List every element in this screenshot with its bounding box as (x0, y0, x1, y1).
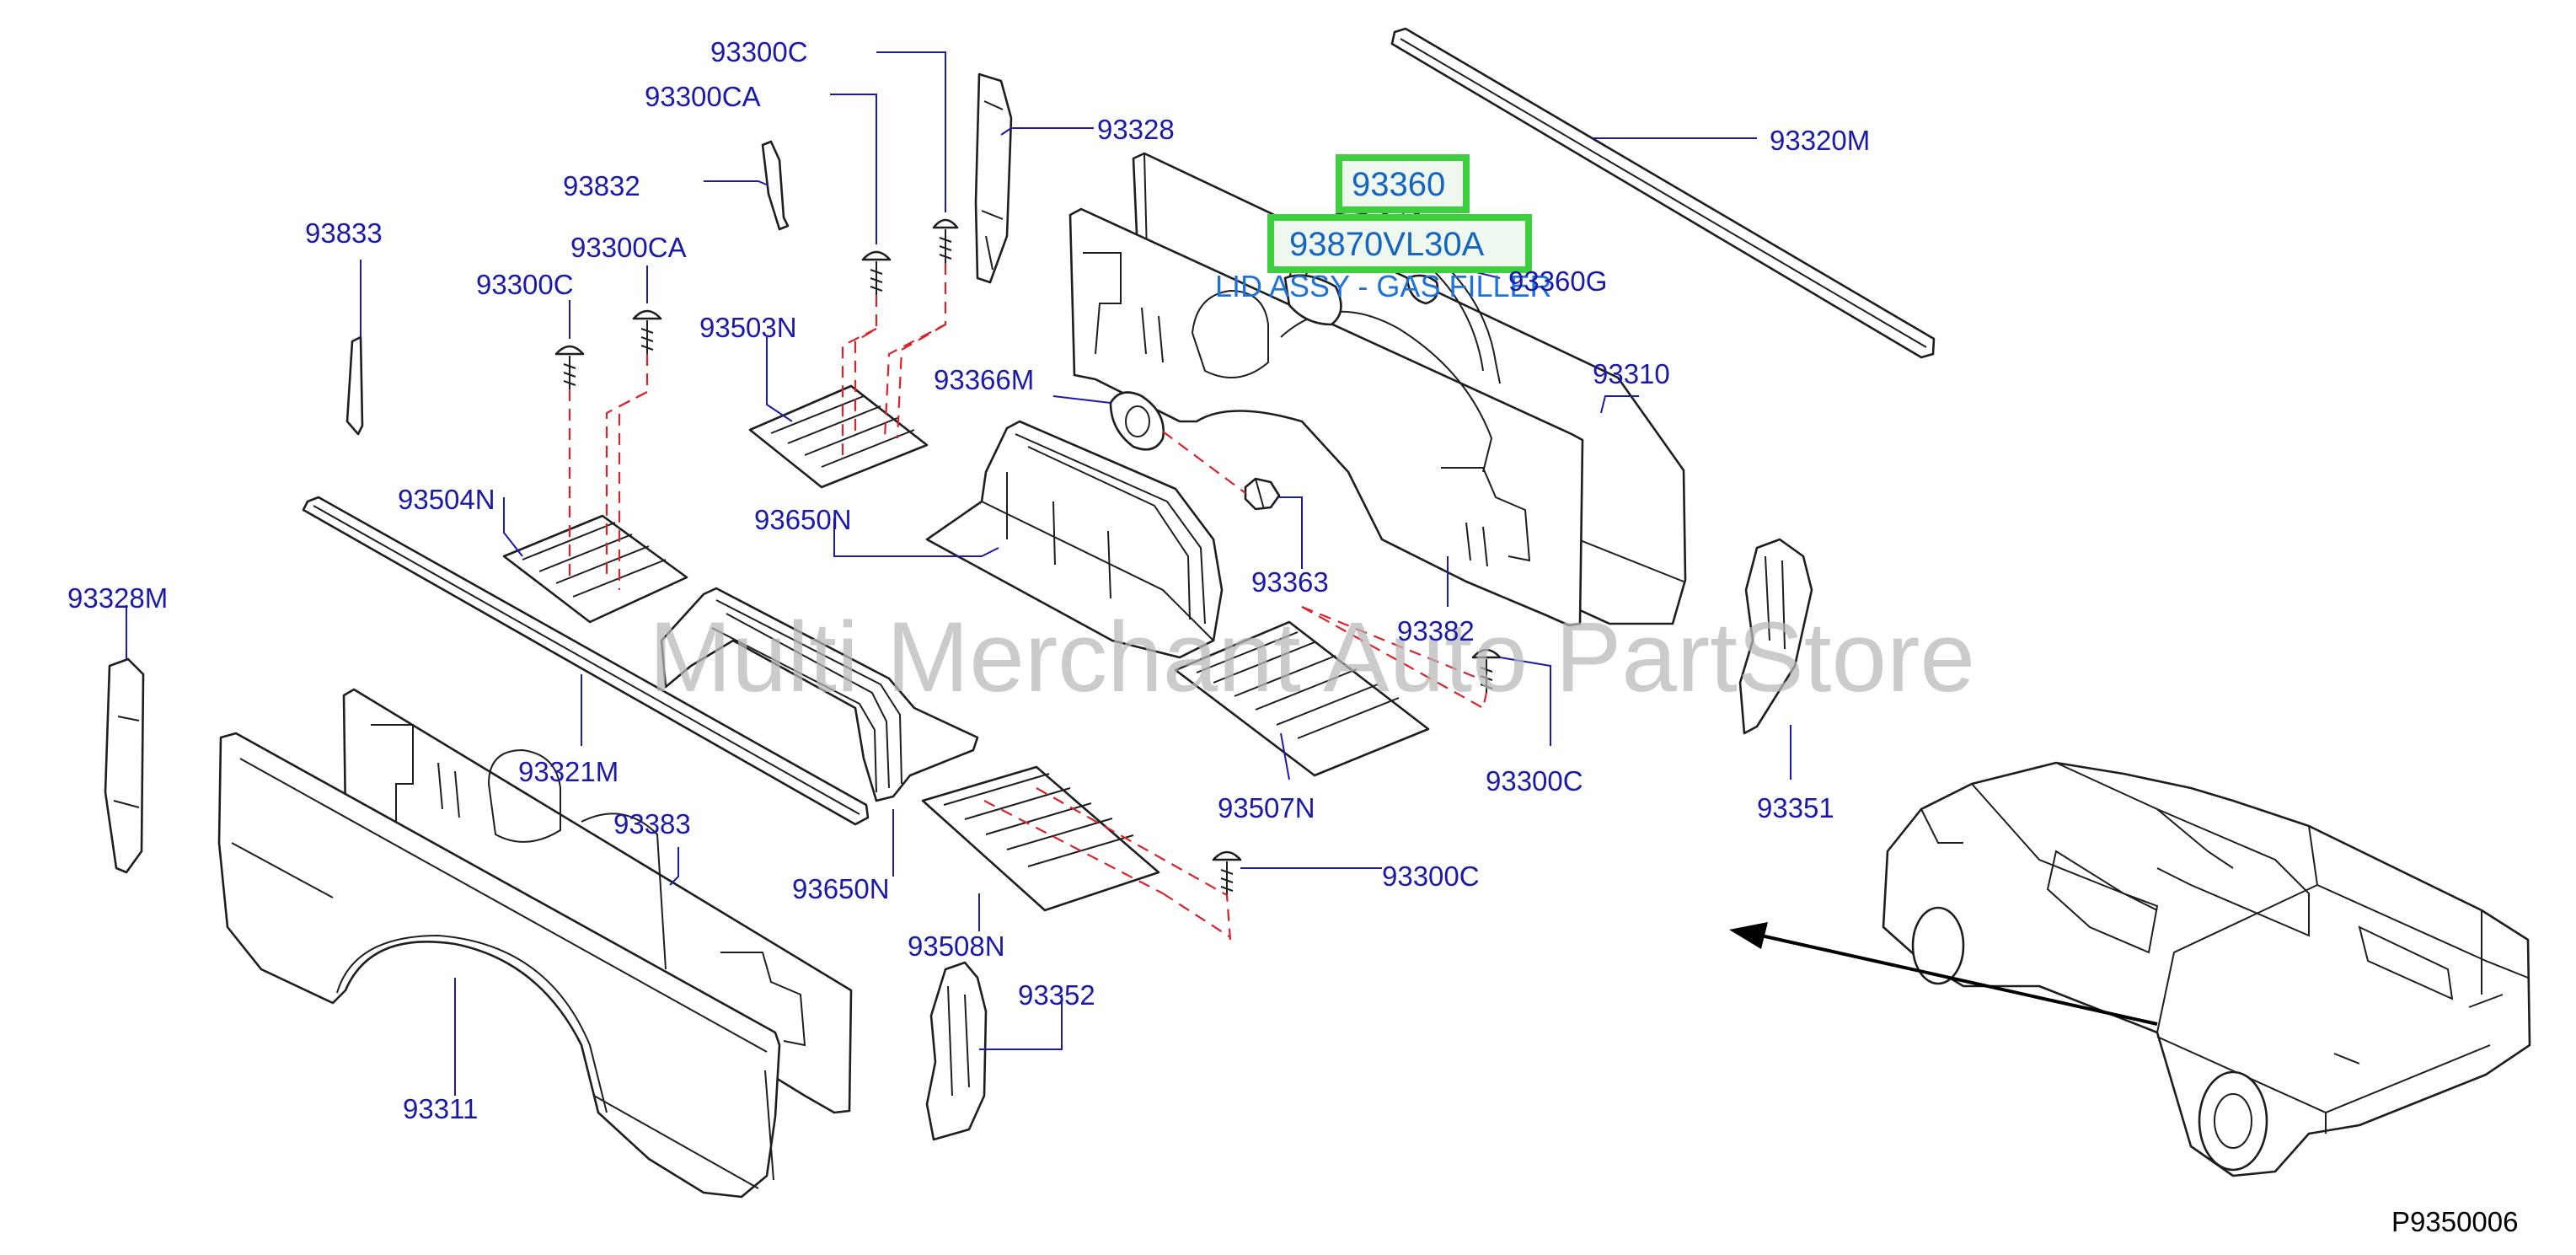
label-93321m[interactable]: 93321M (518, 756, 619, 787)
fastener-dash-lines (568, 263, 1488, 941)
label-93352[interactable]: 93352 (1018, 979, 1095, 1011)
label-93328[interactable]: 93328 (1097, 114, 1175, 145)
label-93650n-bottom[interactable]: 93650N (792, 873, 890, 904)
label-93300ca-left[interactable]: 93300CA (570, 232, 687, 263)
truck-overview (1882, 761, 2531, 1177)
label-93503n[interactable]: 93503N (699, 312, 797, 343)
direction-arrow (1729, 922, 2158, 1026)
bolt-93300c-bottom[interactable] (1212, 850, 1242, 895)
watermark: Multi Merchant Auto PartStore (649, 602, 1975, 713)
plate-93504n[interactable] (502, 514, 688, 624)
label-93383[interactable]: 93383 (613, 808, 691, 839)
label-93300c-mid[interactable]: 93300C (1486, 765, 1583, 796)
wheelhouse-93650n-top[interactable] (925, 420, 1224, 659)
label-lid-assy-gas-filler[interactable]: LID ASSY - GAS FILLER (1215, 269, 1552, 303)
plate-93507n[interactable] (1174, 620, 1430, 777)
label-93300ca-top[interactable]: 93300CA (645, 81, 761, 112)
part-93363[interactable] (1244, 477, 1281, 511)
label-93508n[interactable]: 93508N (908, 931, 1005, 962)
label-93311[interactable]: 93311 (403, 1093, 478, 1124)
highlight-box-93360 (1336, 154, 1470, 213)
label-93507n[interactable]: 93507N (1218, 792, 1315, 823)
leader-lines (126, 51, 1791, 1096)
bolt-93300ca-left[interactable] (632, 309, 662, 354)
rail-93320m[interactable] (1390, 27, 1936, 359)
panel-93311[interactable] (217, 732, 781, 1199)
label-93351[interactable]: 93351 (1757, 792, 1834, 823)
label-93504n[interactable]: 93504N (398, 484, 495, 515)
bracket-93352[interactable] (925, 961, 988, 1141)
wheelhouse-93650n-bottom[interactable] (660, 587, 979, 802)
label-93650n-top[interactable]: 93650N (754, 504, 852, 535)
rail-93321m[interactable] (302, 496, 870, 826)
bracket-93832[interactable] (761, 140, 790, 231)
part-lid-assy[interactable] (1283, 274, 1342, 326)
highlight-box-93870vl30a (1267, 214, 1532, 273)
panel-93382[interactable] (1068, 207, 1584, 627)
label-93366m[interactable]: 93366M (934, 364, 1034, 395)
pillar-93328m[interactable] (104, 657, 145, 874)
label-93382[interactable]: 93382 (1397, 615, 1475, 646)
bolt-93300c-left[interactable] (554, 345, 585, 389)
label-93300c-left[interactable]: 93300C (476, 269, 574, 300)
bolt-93300ca-top[interactable] (861, 250, 892, 295)
label-93300c-top[interactable]: 93300C (710, 36, 808, 67)
part-93366m[interactable] (1109, 391, 1165, 451)
label-93870vl30a[interactable]: 93870VL30A (1289, 226, 1485, 263)
plate-93503n[interactable] (748, 384, 929, 489)
label-93300c-bottom[interactable]: 93300C (1382, 861, 1480, 892)
plate-93508n[interactable] (921, 765, 1160, 912)
pillar-93328[interactable] (974, 72, 1013, 284)
label-93832[interactable]: 93832 (563, 170, 640, 201)
label-93320m[interactable]: 93320M (1770, 125, 1870, 156)
label-93833[interactable]: 93833 (305, 217, 383, 249)
part-93360g[interactable] (1406, 274, 1439, 305)
bolt-93300c-top[interactable] (932, 218, 959, 263)
label-93310[interactable]: 93310 (1593, 358, 1670, 389)
label-93363[interactable]: 93363 (1251, 566, 1329, 598)
bracket-93351[interactable] (1738, 538, 1813, 735)
label-93328m[interactable]: 93328M (67, 582, 168, 614)
diagram-code: P9350006 (2391, 1206, 2518, 1237)
label-93360g[interactable]: 93360G (1508, 265, 1607, 297)
bolt-93300c-mid[interactable] (1471, 648, 1502, 693)
label-93360[interactable]: 93360 (1352, 166, 1445, 203)
strip-93833[interactable] (345, 335, 364, 436)
